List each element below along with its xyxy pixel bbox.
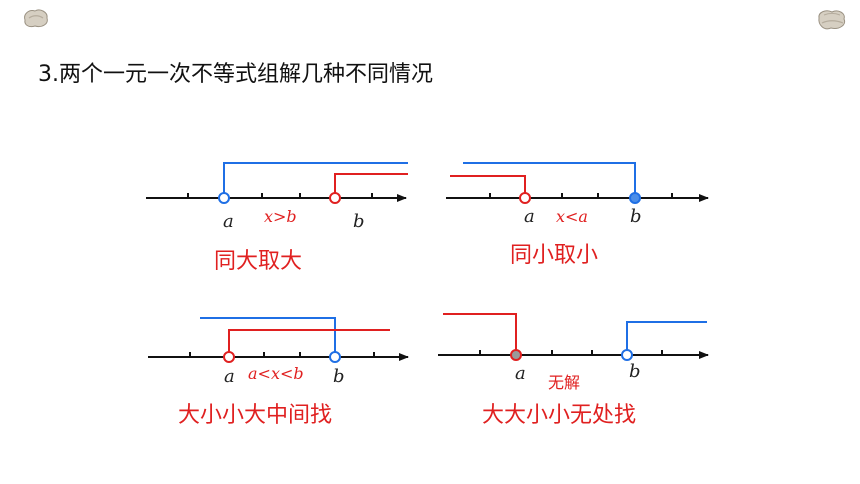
red-range bbox=[443, 313, 517, 355]
case-3: a a<x<b b 大小小大中间找 bbox=[148, 317, 409, 428]
ticks bbox=[479, 350, 663, 355]
open-point-a bbox=[223, 351, 235, 363]
blue-range bbox=[626, 321, 707, 355]
label-b: b bbox=[629, 361, 641, 382]
label-a: a bbox=[223, 211, 234, 232]
blue-range bbox=[463, 162, 636, 198]
rule-text: 大小小大中间找 bbox=[178, 403, 332, 428]
open-point-b bbox=[329, 192, 341, 204]
case-2: a x<a b 同小取小 bbox=[446, 162, 709, 268]
rule-text: 大大小小无处找 bbox=[482, 403, 636, 428]
red-range bbox=[228, 329, 390, 357]
case-1: a x>b b 同大取大 bbox=[146, 162, 408, 274]
stone-icon bbox=[24, 9, 48, 28]
point-a bbox=[510, 349, 522, 361]
case-4: a 无解 b 大大小小无处找 bbox=[438, 313, 709, 428]
label-b: b bbox=[630, 206, 642, 227]
red-range bbox=[334, 173, 408, 198]
label-a: a bbox=[524, 206, 535, 227]
ticks bbox=[489, 193, 673, 198]
blue-range bbox=[200, 317, 336, 357]
open-point-a bbox=[218, 192, 230, 204]
solution-text: a<x<b bbox=[248, 364, 304, 383]
stone-icon bbox=[818, 10, 846, 30]
open-point-b bbox=[329, 351, 341, 363]
red-range bbox=[450, 175, 526, 198]
label-b: b bbox=[353, 211, 365, 232]
rule-text: 同大取大 bbox=[214, 249, 302, 274]
ticks bbox=[187, 193, 373, 198]
rule-text: 同小取小 bbox=[510, 243, 598, 268]
ticks bbox=[189, 352, 375, 357]
label-b: b bbox=[333, 366, 345, 387]
label-a: a bbox=[224, 366, 235, 387]
label-a: a bbox=[515, 363, 526, 384]
open-point-b bbox=[621, 349, 633, 361]
solution-text: x<a bbox=[556, 207, 588, 226]
blue-range bbox=[223, 162, 408, 198]
open-point-a bbox=[519, 192, 531, 204]
point-b bbox=[629, 192, 641, 204]
solution-text: x>b bbox=[264, 207, 297, 226]
solution-text: 无解 bbox=[548, 373, 580, 392]
page-title: 3.两个一元一次不等式组解几种不同情况 bbox=[38, 62, 433, 87]
